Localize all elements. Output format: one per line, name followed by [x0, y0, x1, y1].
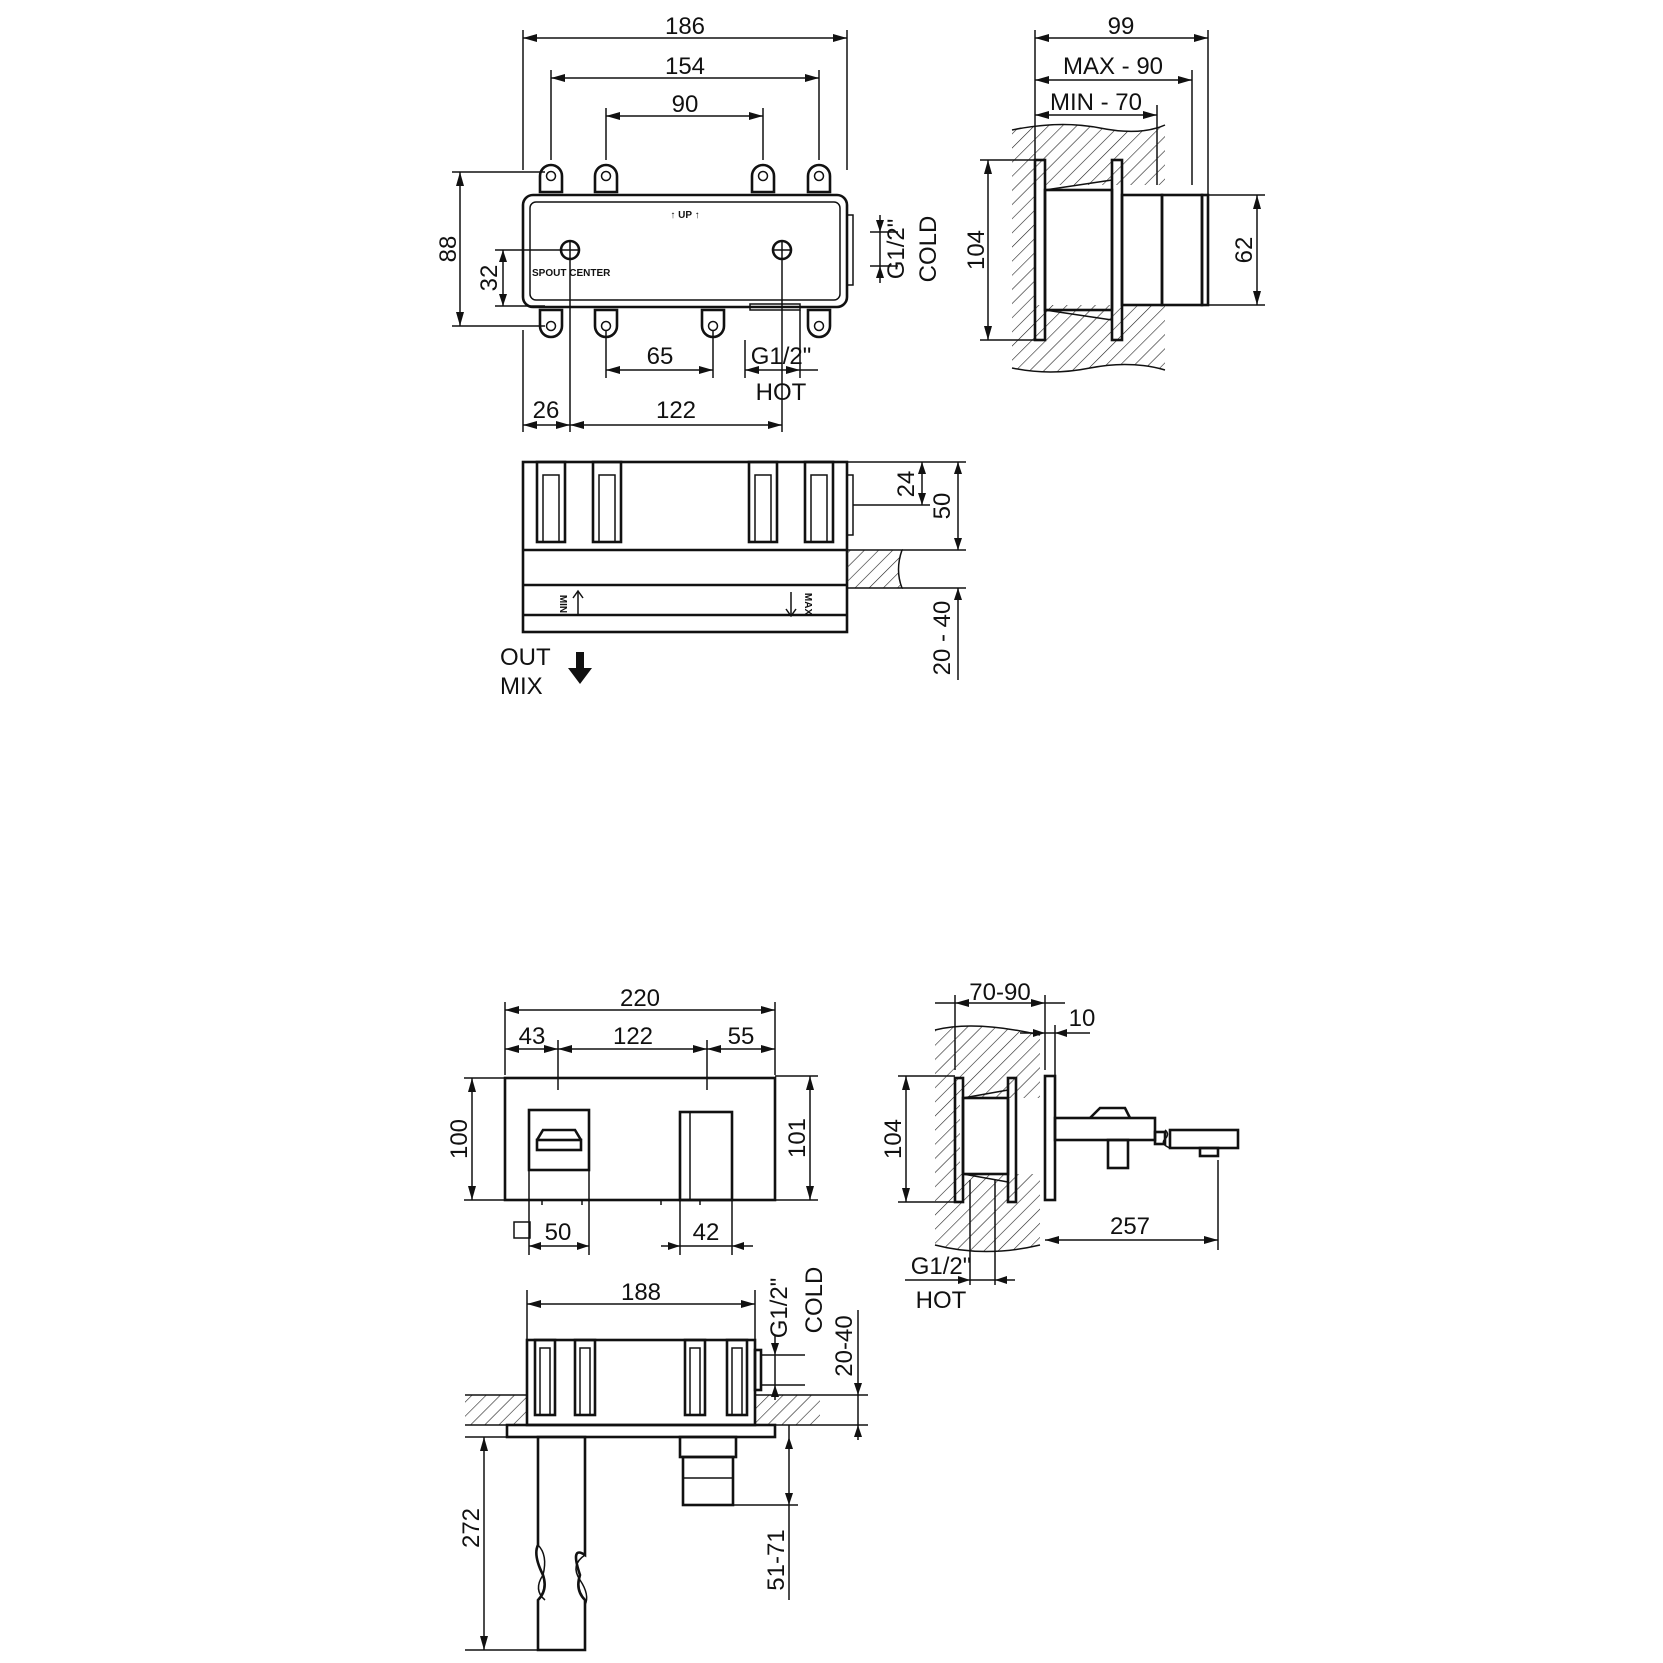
out-label: OUT [500, 644, 551, 671]
mixer-front-view: 220 43 122 55 100 101 50 42 [446, 985, 818, 1255]
box-side-height-104: 104 [963, 230, 990, 270]
box-side-view: 99 MAX - 90 MIN - 70 104 62 [963, 13, 1265, 373]
box-side-min-depth: MIN - 70 [1050, 89, 1142, 116]
mixer-side-plate-10: 10 [1069, 1005, 1096, 1032]
mixer-front-height-100: 100 [446, 1119, 473, 1159]
box-side-depth-99: 99 [1108, 13, 1135, 40]
mixer-top-width-188: 188 [621, 1279, 661, 1306]
mixer-top-length-272: 272 [458, 1508, 485, 1548]
box-top-view: 24 50 20 - 40 MIN MAX OUT MIX [500, 460, 966, 700]
spout-center-label: SPOUT CENTER [532, 268, 611, 279]
box-front-width-186: 186 [665, 13, 705, 40]
mixer-top-cold-label: COLD [801, 1267, 828, 1334]
box-top-dim-20-40: 20 - 40 [929, 601, 956, 676]
box-front-offset-26: 26 [533, 397, 560, 424]
mixer-side-hot-label: HOT [916, 1287, 967, 1314]
mixer-top-spout-51-71: 51-71 [763, 1529, 790, 1590]
box-front-width-90: 90 [672, 91, 699, 118]
mixer-side-wall-70-90: 70-90 [969, 979, 1030, 1006]
mixer-side-height-104: 104 [880, 1119, 907, 1159]
box-front-height-88: 88 [435, 236, 462, 263]
mixer-front-left-43: 43 [519, 1023, 546, 1050]
mixer-top-cold-size: G1/2" [766, 1278, 793, 1339]
box-front-offset-32: 32 [476, 265, 503, 292]
mixer-top-view: 188 G1/2" COLD 20-40 272 51-71 [458, 1267, 868, 1652]
mix-label: MIX [500, 673, 543, 700]
up-mark: ↑ UP ↑ [670, 210, 699, 221]
mixer-front-width-220: 220 [620, 985, 660, 1012]
box-side-body-62: 62 [1231, 237, 1258, 264]
mixer-side-view: 70-90 10 104 257 G1/2" HOT [880, 979, 1240, 1314]
cold-size-label: G1/2" [883, 219, 910, 280]
mixer-side-hot-size: G1/2" [911, 1253, 972, 1280]
mixer-front-right-55: 55 [728, 1023, 755, 1050]
mixer-front-square-50: 50 [545, 1219, 572, 1246]
max-mark: MAX [802, 593, 813, 616]
box-side-max-depth: MAX - 90 [1063, 53, 1163, 80]
mixer-top-wall-20-40: 20-40 [831, 1315, 858, 1376]
box-front-centers-122: 122 [656, 397, 696, 424]
cold-label: COLD [915, 216, 942, 283]
hot-label: HOT [756, 379, 807, 406]
min-mark: MIN [557, 595, 568, 613]
mixer-front-centers-122: 122 [613, 1023, 653, 1050]
mixer-front-height-101: 101 [784, 1118, 811, 1158]
box-front-span-65: 65 [647, 343, 674, 370]
mixer-side-projection-257: 257 [1110, 1213, 1150, 1240]
hot-size-label: G1/2" [751, 343, 812, 370]
box-top-dim-50: 50 [929, 493, 956, 520]
box-front-width-154: 154 [665, 53, 705, 80]
box-top-dim-24: 24 [893, 471, 920, 498]
mixer-front-handle-42: 42 [693, 1219, 720, 1246]
box-front-view: 186 154 90 ↑ UP ↑ SPOUT CENTER 88 32 G1/… [435, 13, 942, 432]
